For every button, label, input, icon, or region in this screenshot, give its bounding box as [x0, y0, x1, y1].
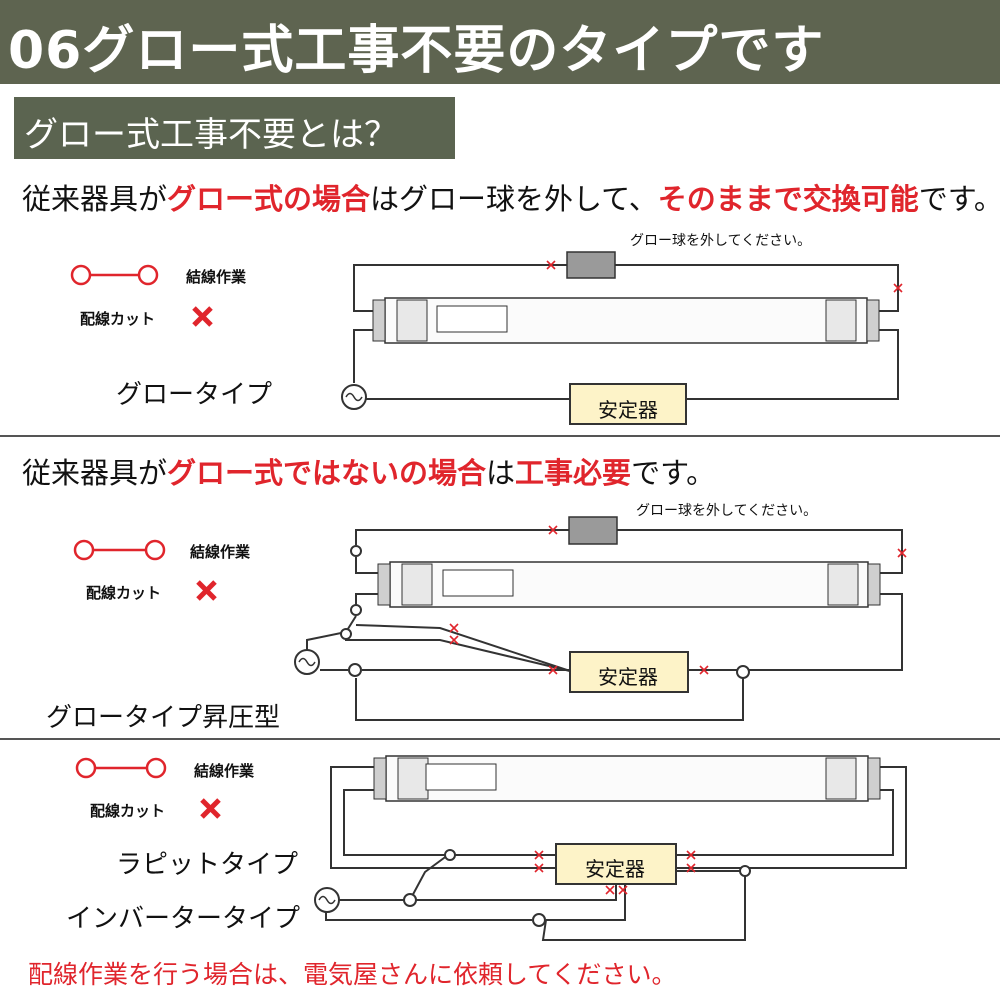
page-title: 06グロー式工事不要のタイプです: [8, 21, 825, 81]
legend-cut-label: 配線カット: [80, 310, 156, 328]
cut-marks: [534, 850, 696, 895]
footer-note: 配線作業を行う場合は、電気屋さんに依頼してください。: [28, 960, 677, 989]
fluorescent-tube-icon: [377, 561, 881, 608]
fluorescent-tube-icon: [372, 297, 880, 344]
section-title: グロー式工事不要とは？: [24, 115, 398, 155]
terminal-icons: [403, 849, 751, 927]
section2-diagram: [73, 516, 907, 721]
lead-text: 従来器具が: [22, 182, 168, 216]
type-label-rapid: ラピットタイプ: [116, 850, 299, 880]
lead-text: はグロー球を外して、: [370, 182, 658, 216]
header-banner: 06グロー式工事不要のタイプです: [0, 0, 1000, 84]
wiring-legend-icon: [75, 757, 167, 779]
section1-diagram: [70, 251, 903, 425]
lead-highlight: グロー式ではないの場合: [167, 456, 487, 490]
legend-wiring-label: 結線作業: [186, 268, 247, 286]
ballast-label: 安定器: [585, 857, 645, 881]
glow-note: グロー球を外してください。: [630, 233, 812, 249]
type-label-inverter: インバータータイプ: [66, 904, 301, 934]
terminal-icons: [340, 545, 750, 679]
section-divider: [0, 738, 1000, 740]
section-divider: [0, 435, 1000, 437]
section3-diagram: [75, 755, 907, 941]
cut-legend-icon: [200, 798, 221, 819]
legend-cut-label: 配線カット: [86, 584, 162, 602]
lead-highlight: 工事必要: [515, 456, 632, 490]
cut-marks: [546, 260, 903, 293]
glow-note: グロー球を外してください。: [636, 503, 818, 519]
cut-legend-icon: [192, 306, 213, 327]
legend-cut-label: 配線カット: [90, 802, 166, 820]
fluorescent-tube-icon: [373, 755, 881, 802]
ac-source-icon: [294, 649, 320, 675]
wiring-legend-icon: [70, 264, 159, 286]
cut-legend-icon: [196, 580, 217, 601]
lead-text: 従来器具が: [22, 456, 168, 490]
lead-text: は: [486, 456, 516, 490]
subheader-banner: グロー式工事不要とは？: [14, 97, 455, 159]
lead-text: です。: [918, 182, 1000, 216]
lead-highlight: グロー式の場合: [167, 182, 371, 216]
cut-marks: [449, 525, 907, 675]
ballast-label: 安定器: [598, 665, 658, 689]
ac-source-icon: [314, 887, 340, 913]
section1-lead: 従来器具がグロー式の場合はグロー球を外して、そのままで交換可能です。: [22, 176, 1000, 218]
type-label: グロータイプ: [116, 380, 273, 410]
lead-highlight: そのままで交換可能: [657, 182, 919, 216]
ballast-box: [555, 843, 677, 885]
legend-wiring-label: 結線作業: [194, 762, 255, 780]
section2-lead: 従来器具がグロー式ではないの場合は工事必要です。: [22, 450, 715, 492]
lead-text: です。: [631, 456, 716, 490]
ballast-box: [569, 383, 687, 425]
wiring-legend-icon: [73, 539, 166, 561]
type-label: グロータイプ昇圧型: [46, 703, 281, 733]
ballast-label: 安定器: [598, 398, 658, 422]
glow-starter-icon: [566, 251, 616, 279]
ballast-box: [569, 651, 689, 693]
ac-source-icon: [341, 384, 367, 410]
legend-wiring-label: 結線作業: [190, 543, 251, 561]
glow-starter-icon: [568, 516, 618, 545]
